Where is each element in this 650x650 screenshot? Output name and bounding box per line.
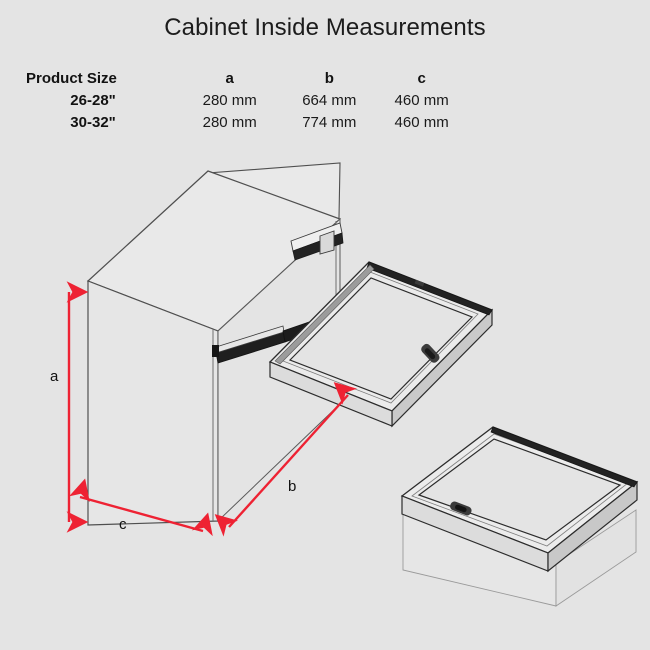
pullout-rear-bar: [366, 261, 493, 316]
rail-stop-block: [212, 345, 219, 357]
table-head: Product Size a b c: [26, 68, 466, 90]
cell-product-size: 26-28": [70, 92, 116, 109]
dimension-label-b: b: [288, 478, 297, 495]
detached-frame-opening: [417, 438, 622, 541]
cell-dim-c: 460 mm: [394, 92, 449, 109]
pullout-frame-opening: [288, 277, 474, 400]
cell-dim-a: 280 mm: [202, 92, 257, 109]
pullout-left-inner-strip: [274, 264, 375, 365]
pullout-latch-inner: [424, 348, 436, 360]
page-title: Cabinet Inside Measurements: [164, 14, 486, 41]
measurements-table: Product Size a b c 26-28" 280 mm 664 mm …: [26, 68, 466, 134]
header-dim-c: c: [417, 70, 426, 87]
dimension-arrows: [66, 281, 358, 537]
cell-dim-a: 280 mm: [202, 114, 257, 131]
table-row: 30-32" 280 mm 774 mm 460 mm: [26, 112, 466, 134]
table-row: 26-28" 280 mm 664 mm 460 mm: [26, 90, 466, 112]
detached-frame-assembly: [400, 426, 639, 607]
header-product-size: Product Size: [26, 70, 117, 87]
pullout-frame: [268, 261, 494, 428]
detached-frame-handle-inner: [455, 504, 467, 513]
pullout-rear-notch: [414, 279, 425, 287]
header-dim-a: a: [225, 70, 234, 87]
dimension-arrow-b: [214, 382, 358, 537]
cell-dim-b: 774 mm: [302, 114, 357, 131]
header-dim-b: b: [324, 70, 334, 87]
cell-dim-c: 460 mm: [394, 114, 449, 131]
basket-box-front-right: [555, 509, 637, 607]
rail-bracket: [319, 230, 335, 255]
detached-frame-rear-bar: [490, 426, 638, 488]
dimension-label-a: a: [50, 368, 59, 385]
dimension-label-c: c: [119, 516, 127, 533]
table-body: 26-28" 280 mm 664 mm 460 mm 30-32" 280 m…: [26, 90, 466, 134]
table-header-row: Product Size a b c: [26, 68, 466, 90]
dimension-arrow-c: [68, 478, 213, 537]
cell-product-size: 30-32": [70, 114, 116, 131]
cell-dim-b: 664 mm: [302, 92, 357, 109]
detached-frame-right-skirt: [547, 480, 638, 573]
